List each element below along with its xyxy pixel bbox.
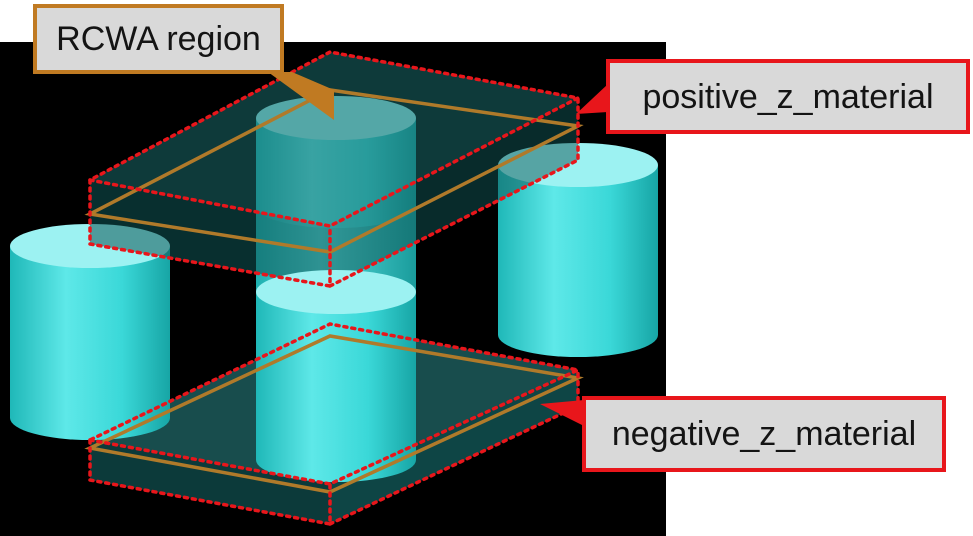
cylinder-front-center (256, 270, 416, 482)
positive-z-slab-top-face (90, 52, 578, 226)
negative-z-slab-front-face (90, 440, 330, 524)
positive-z-material-label: positive_z_material (606, 59, 970, 134)
negative-z-material-label: negative_z_material (582, 396, 946, 472)
rcwa-region-label: RCWA region (33, 4, 284, 74)
negative-z-callout-pointer (540, 400, 584, 426)
negative-z-slab-right-face (330, 370, 578, 524)
rcwa-callout-pointer (268, 72, 334, 120)
positive-z-dotted-outline (84, 50, 584, 289)
cylinder-left (10, 224, 170, 440)
positive-z-callout-pointer (576, 84, 608, 114)
positive-z-slab-right-face (330, 98, 578, 286)
